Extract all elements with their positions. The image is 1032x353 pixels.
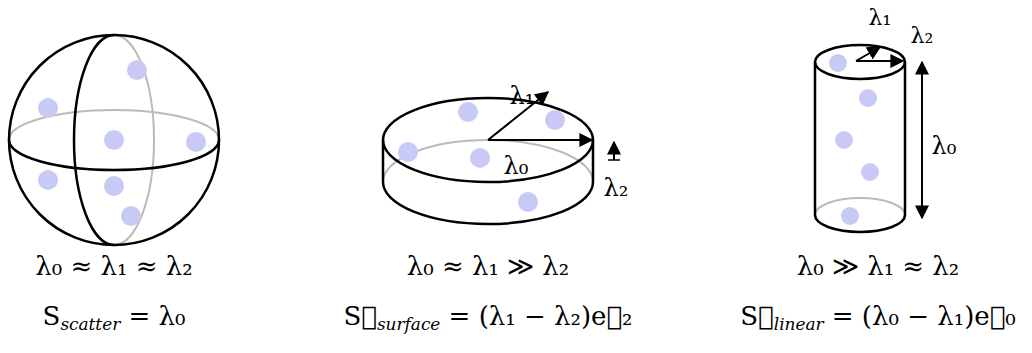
measure-formula: S⃗linear = (λ₀ − λ₁)e⃗₀: [740, 303, 1015, 333]
axis-label: λ₀: [932, 134, 957, 158]
sphere: [9, 35, 219, 245]
condition-formula: λ₀ ≫ λ₁ ≈ λ₂: [797, 253, 960, 279]
condition-formula: λ₀ ≈ λ₁ ≈ λ₂: [35, 253, 192, 279]
axis-label: λ₁: [869, 7, 892, 29]
condition-formula: λ₀ ≈ λ₁ ≫ λ₂: [407, 253, 570, 279]
disc: [383, 92, 620, 224]
axis-label: λ₂: [911, 25, 934, 47]
axis-label: λ₁: [510, 84, 535, 108]
axis-label: λ₀: [504, 154, 529, 178]
axis-label: λ₂: [604, 176, 629, 200]
measure-formula: Sscatter = λ₀: [43, 303, 186, 333]
cylinder: [815, 45, 922, 232]
measure-formula: S⃗surface = (λ₁ − λ₂)e⃗₂: [344, 303, 633, 333]
